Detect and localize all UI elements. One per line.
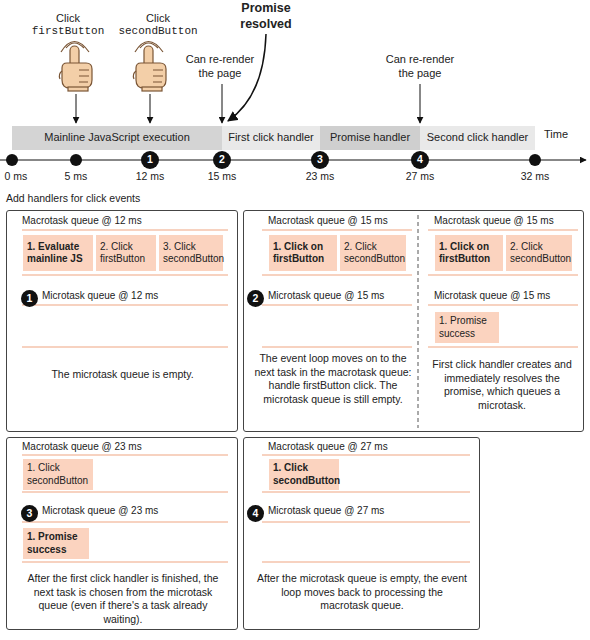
node-text: 4: [417, 153, 423, 166]
queue-item: 1. Click on firstButton: [435, 235, 503, 271]
node-text: Mainline JavaScript execution: [44, 131, 190, 145]
queue-panel: Macrotask queue @ 27 ms Microtask queue @…: [243, 437, 480, 630]
queue-heading: Macrotask queue @ 15 ms: [434, 214, 579, 227]
queue-item: 2. Click secondButton: [506, 235, 572, 271]
time-dots: [6, 154, 541, 166]
time-label: 15 ms: [202, 170, 242, 183]
node-text: 1: [147, 153, 153, 166]
callout-label: Promise resolved: [233, 1, 299, 32]
node-text: 1. Evaluate mainline JS: [27, 241, 89, 266]
queue-item: 2. Click firstButton: [96, 235, 156, 271]
panel-note: After the microtask queue is empty, the …: [256, 572, 468, 613]
time-label: 27 ms: [400, 170, 440, 183]
callout-number: 3: [311, 151, 329, 169]
annotation-label: secondButton: [108, 25, 208, 39]
queue-heading: Macrotask queue @ 12 ms: [22, 214, 222, 227]
queue-heading: Macrotask queue @ 23 ms: [22, 440, 222, 453]
pointer-arrows: [0, 34, 586, 160]
node-text: 2. Click secondButton: [510, 241, 571, 266]
callout-number: 1: [21, 290, 38, 307]
callout-number: 2: [213, 151, 231, 169]
node-text: 1: [27, 292, 33, 305]
queue-item: 2. Click secondButton: [340, 235, 406, 271]
queue-panel: Macrotask queue @ 23 ms Microtask queue @…: [6, 437, 238, 630]
node-text: 2: [219, 153, 225, 166]
annotation-label: Add handlers for click events: [6, 192, 246, 205]
queue-item: 1. Evaluate mainline JS: [23, 235, 93, 271]
node-text: Second click handler: [427, 131, 529, 145]
panel-note: The microtask queue is empty.: [30, 368, 215, 382]
queue-heading: Microtask queue @ 27 ms: [268, 504, 448, 517]
callout-number: 3: [21, 505, 38, 522]
hand-icon: [133, 42, 166, 92]
time-label: 12 ms: [130, 170, 170, 183]
node-text: 1. Promise success: [439, 315, 495, 340]
panel-note: After the first click handler is finishe…: [18, 572, 228, 627]
node-text: 2. Click firstButton: [100, 241, 152, 266]
callout-number: 4: [411, 151, 429, 169]
node-text: First click handler: [228, 131, 314, 145]
timeline-segment: Second click handler: [420, 126, 535, 150]
timeline-segment: Promise handler: [320, 126, 420, 150]
node-text: 2: [253, 292, 259, 305]
hand-icon: [59, 42, 92, 92]
node-text: 1. Click secondButton: [273, 462, 340, 487]
callout-number: 1: [141, 151, 159, 169]
panel-note: First click handler creates and immediat…: [424, 358, 580, 413]
queue-heading: Microtask queue @ 15 ms: [268, 289, 413, 302]
queue-item: 1. Promise success: [435, 312, 499, 343]
queue-heading: Microtask queue @ 23 ms: [42, 504, 222, 517]
time-label: 5 ms: [56, 170, 96, 183]
annotation-label: Time: [536, 128, 576, 142]
panel-note: The event loop moves on to the next task…: [254, 352, 412, 407]
timeline-segment: First click handler: [222, 126, 320, 150]
queue-heading: Macrotask queue @ 27 ms: [268, 440, 468, 453]
node-text: 4: [253, 507, 259, 520]
queue-heading: Microtask queue @ 15 ms: [434, 289, 579, 302]
callout-number: 4: [247, 505, 264, 522]
queue-item: 1. Click secondButton: [269, 459, 339, 490]
dashed-divider: [418, 215, 419, 428]
node-text: 3. Click secondButton: [163, 241, 224, 266]
callout-number: 2: [247, 290, 264, 307]
annotation-label: Click: [128, 12, 188, 26]
time-label: 32 ms: [515, 170, 555, 183]
queue-heading: Microtask queue @ 12 ms: [42, 289, 222, 302]
node-text: 3: [317, 153, 323, 166]
node-text: 3: [27, 507, 33, 520]
time-label: 23 ms: [300, 170, 340, 183]
timeline-segment: Mainline JavaScript execution: [12, 126, 222, 150]
node-text: 1. Click secondButton: [27, 462, 89, 487]
queue-panel: Macrotask queue @ 15 ms Microtask queue @…: [243, 210, 584, 432]
queue-item: 1. Promise success: [23, 528, 89, 559]
annotation-label: Click: [38, 12, 98, 26]
queue-item: 1. Click on firstButton: [269, 235, 337, 271]
time-label: 0 ms: [0, 170, 32, 183]
queue-panel: Macrotask queue @ 12 ms Microtask queue @…: [6, 210, 238, 432]
queue-item: 1. Click secondButton: [23, 459, 93, 490]
node-text: 1. Promise success: [27, 531, 85, 556]
annotation-label: firstButton: [23, 25, 113, 39]
queue-item: 3. Click secondButton: [159, 235, 223, 271]
node-text: 2. Click secondButton: [344, 241, 405, 266]
node-text: 1. Click on firstButton: [439, 241, 499, 266]
queue-heading: Macrotask queue @ 15 ms: [268, 214, 413, 227]
node-text: 1. Click on firstButton: [273, 241, 333, 266]
annotation-label: Can re-render the page: [380, 53, 460, 81]
node-text: Promise handler: [330, 131, 410, 145]
annotation-label: Can re-render the page: [180, 53, 260, 81]
